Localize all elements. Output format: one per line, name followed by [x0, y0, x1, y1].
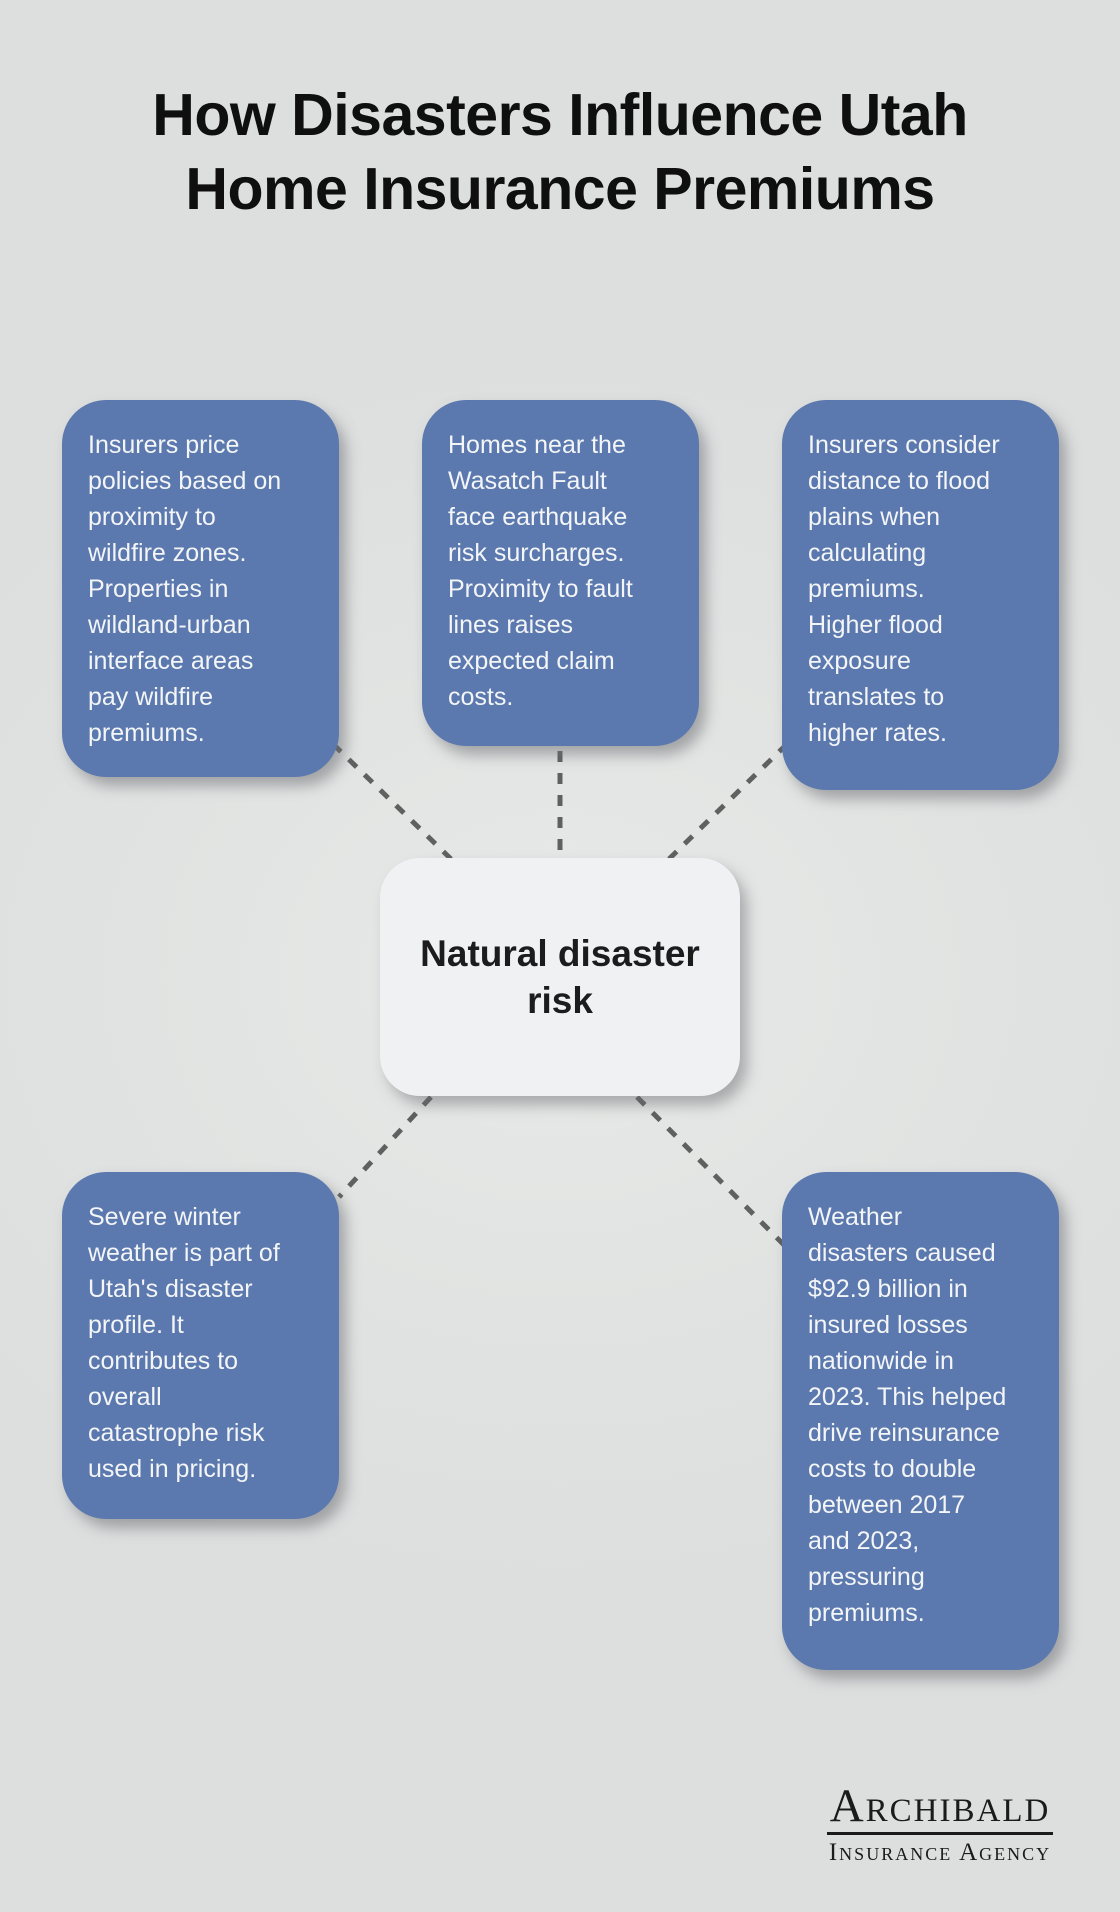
node-card-wildfire: Insurers price policies based on proximi…: [62, 400, 339, 777]
connector-center-to-losses: [635, 1095, 789, 1250]
node-card-flood: Insurers consider distance to flood plai…: [782, 400, 1059, 790]
brand-logo: Archibald Insurance Agency: [812, 1782, 1068, 1867]
node-text-earthquake: Homes near the Wasatch Fault face earthq…: [448, 431, 633, 711]
brand-tagline: Insurance Agency: [828, 1839, 1052, 1866]
connector-center-to-winter: [337, 1095, 433, 1199]
page-title: How Disasters Influence Utah Home Insura…: [152, 82, 968, 222]
brand-name: Archibald: [826, 1782, 1054, 1835]
connector-wildfire-to-center: [331, 742, 453, 861]
node-text-weather-losses: Weather disasters caused $92.9 billion i…: [808, 1203, 1007, 1627]
center-node: Natural disaster risk: [380, 858, 740, 1096]
node-text-winter-weather: Severe winter weather is part of Utah's …: [88, 1203, 280, 1483]
node-card-winter-weather: Severe winter weather is part of Utah's …: [62, 1172, 339, 1519]
center-node-label: Natural disaster risk: [420, 933, 700, 1021]
node-text-wildfire: Insurers price policies based on proximi…: [88, 431, 282, 747]
node-card-earthquake: Homes near the Wasatch Fault face earthq…: [422, 400, 699, 746]
connector-flood-to-center: [667, 742, 789, 861]
node-text-flood: Insurers consider distance to flood plai…: [808, 431, 1000, 747]
node-card-weather-losses: Weather disasters caused $92.9 billion i…: [782, 1172, 1059, 1670]
